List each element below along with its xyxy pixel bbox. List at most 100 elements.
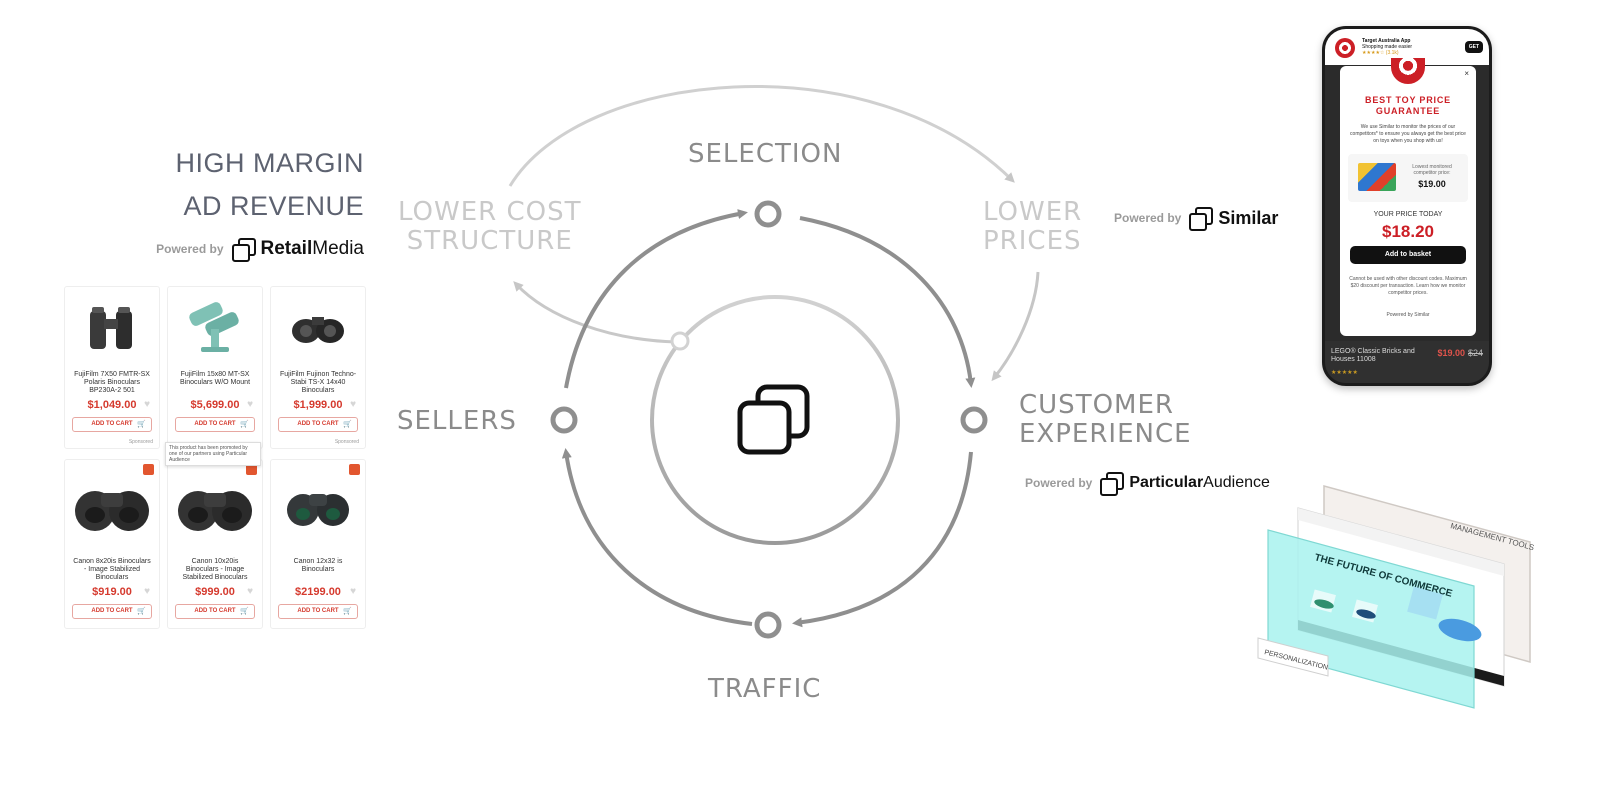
binoculars-image: [172, 464, 258, 554]
sponsored-label: Sponsored: [128, 439, 153, 445]
heart-icon[interactable]: ♥: [247, 399, 253, 410]
powered-by-similar: Powered by Similar: [1114, 207, 1278, 231]
product-price: $5,699.00♥: [190, 399, 253, 411]
product-name: Canon 8x20is Binoculars - Image Stabiliz…: [73, 558, 151, 581]
cart-icon: 🛒: [240, 421, 249, 428]
cart-icon: 🛒: [137, 608, 146, 615]
headline-line-1: HIGH MARGIN: [175, 148, 364, 178]
add-to-cart-button[interactable]: ADD TO CART🛒: [278, 417, 358, 432]
two-overlapping-squares-icon: [737, 384, 810, 455]
competitor-price-box: Lowest monitored competitor price: $19.0…: [1348, 154, 1468, 202]
product-name: Canon 12x32 is Binoculars: [293, 558, 343, 573]
price-guarantee-modal: × BEST TOY PRICE GUARANTEE We use Simila…: [1340, 58, 1476, 336]
shoe-image: [1314, 599, 1334, 609]
add-to-cart-button[interactable]: ADD TO CART🛒: [278, 604, 358, 619]
arrow-to-lower-prices: [508, 85, 1015, 187]
similar-logo-icon: [1189, 207, 1214, 231]
heart-icon[interactable]: ♥: [350, 399, 356, 410]
product-strip: LEGO® Classic Bricks and Houses 11008 $1…: [1325, 341, 1489, 383]
particular-audience-logo-icon: [1100, 472, 1125, 496]
app-banner-text: Target Australia App Shopping made easie…: [1362, 38, 1413, 56]
product-name: FujiFilm Fujinon Techno-Stabi TS-X 14x40…: [279, 371, 357, 394]
product-card[interactable]: FujiFilm Fujinon Techno-Stabi TS-X 14x40…: [270, 286, 366, 449]
add-to-cart-button[interactable]: ADD TO CART🛒: [72, 604, 152, 619]
binoculars-image: [172, 291, 258, 367]
binoculars-image: [69, 464, 155, 554]
product-card[interactable]: Canon 10x20is Binoculars - Image Stabili…: [167, 459, 263, 629]
product-price: $2199.00♥: [295, 586, 356, 598]
phone-mockup: Target Australia App Shopping made easie…: [1322, 26, 1492, 386]
product-price: $1,999.00♥: [293, 399, 356, 411]
your-price-value: $18.20: [1382, 222, 1434, 241]
cart-icon: 🛒: [240, 608, 249, 615]
headline-line-2: AD REVENUE: [183, 191, 364, 221]
personalization-mockup: MANAGEMENT TOOLS THE FUTURE OF COMMERCE …: [1257, 485, 1535, 709]
layers-icon: [349, 464, 360, 475]
product-card[interactable]: Canon 8x20is Binoculars - Image Stabiliz…: [64, 459, 160, 629]
close-icon[interactable]: ×: [1464, 69, 1469, 78]
label-customer-experience: CUSTOMER EXPERIENCE: [1019, 390, 1192, 449]
binoculars-image: [69, 291, 155, 367]
arrow-to-lower-cost: [513, 281, 677, 344]
personalization-tag: [1257, 637, 1329, 677]
heart-icon[interactable]: ♥: [144, 586, 150, 597]
chart-tile: [1407, 586, 1443, 620]
cart-icon: 🛒: [137, 421, 146, 428]
layers-icon: [246, 464, 257, 475]
binoculars-image: [275, 464, 361, 554]
get-app-button[interactable]: GET: [1464, 41, 1483, 53]
rating-stars: ★★★★★: [1331, 370, 1358, 376]
product-price: $999.00♥: [195, 586, 253, 598]
heart-icon[interactable]: ♥: [247, 586, 253, 597]
modal-title: BEST TOY PRICE GUARANTEE: [1365, 95, 1451, 116]
product-strip-price: $19.00: [1437, 348, 1465, 358]
label-lower-cost-structure: LOWER COST STRUCTURE: [398, 197, 582, 256]
sneaker-image: [1438, 618, 1482, 642]
modal-description: We use Similar to monitor the prices of …: [1350, 124, 1466, 144]
layers-icon: [143, 464, 154, 475]
powered-by-similar-small: Powered by Similar: [1386, 312, 1430, 318]
add-to-cart-button[interactable]: ADD TO CART🛒: [175, 417, 255, 432]
product-name: FujiFilm 7X50 FMTR-SX Polaris Binoculars…: [74, 371, 150, 394]
promotion-tooltip: This product has been promoted by one of…: [165, 442, 261, 466]
product-strip-old-price: $24: [1467, 348, 1483, 358]
binoculars-image: [275, 291, 361, 367]
heart-icon[interactable]: ♥: [144, 399, 150, 410]
powered-by-particular-audience: Powered by ParticularAudience: [1025, 472, 1270, 496]
arrow-lower-prices-to-experience: [991, 271, 1040, 382]
product-strip-name: LEGO® Classic Bricks and Houses 11008: [1331, 348, 1415, 363]
product-card[interactable]: FujiFilm 7X50 FMTR-SX Polaris Binoculars…: [64, 286, 160, 449]
arc-selection-to-experience: [799, 216, 976, 388]
product-name: FujiFilm 15x80 MT-SX Binoculars W/O Moun…: [179, 371, 251, 386]
target-logo-icon: [1335, 38, 1355, 58]
label-traffic: TRAFFIC: [708, 674, 822, 704]
powered-by-retail-media: Powered by RetailMedia: [156, 238, 364, 262]
product-card[interactable]: Canon 12x32 is Binoculars $2199.00♥ ADD …: [270, 459, 366, 629]
powered-by-label: Powered by: [1025, 476, 1093, 490]
add-to-basket-button[interactable]: Add to basket: [1350, 246, 1466, 264]
lowest-price-label: Lowest monitored competitor price:: [1412, 164, 1452, 176]
inner-circle: [650, 295, 900, 545]
your-price-label: YOUR PRICE TODAY: [1373, 211, 1443, 218]
cart-icon: 🛒: [343, 421, 352, 428]
target-logo-icon: [1391, 58, 1425, 84]
node-selection: [754, 200, 782, 228]
heart-icon[interactable]: ♥: [350, 586, 356, 597]
label-sellers: SELLERS: [397, 406, 517, 436]
similar-brand: Similar: [1189, 207, 1278, 231]
cart-icon: 🛒: [343, 608, 352, 615]
add-to-cart-button[interactable]: ADD TO CART🛒: [72, 417, 152, 432]
product-price: $919.00♥: [92, 586, 150, 598]
inner-circle-node: [670, 331, 690, 351]
node-sellers: [550, 406, 578, 434]
product-grid: FujiFilm 7X50 FMTR-SX Polaris Binoculars…: [64, 286, 366, 629]
powered-by-label: Powered by: [1114, 211, 1182, 225]
add-to-cart-button[interactable]: ADD TO CART🛒: [175, 604, 255, 619]
lego-box-image: [1358, 163, 1396, 191]
lowest-price-value: $19.00: [1418, 179, 1446, 189]
shoe-image: [1356, 609, 1376, 619]
arc-sellers-to-selection: [564, 209, 748, 389]
product-card[interactable]: FujiFilm 15x80 MT-SX Binoculars W/O Moun…: [167, 286, 263, 449]
particular-audience-brand: ParticularAudience: [1100, 472, 1270, 496]
